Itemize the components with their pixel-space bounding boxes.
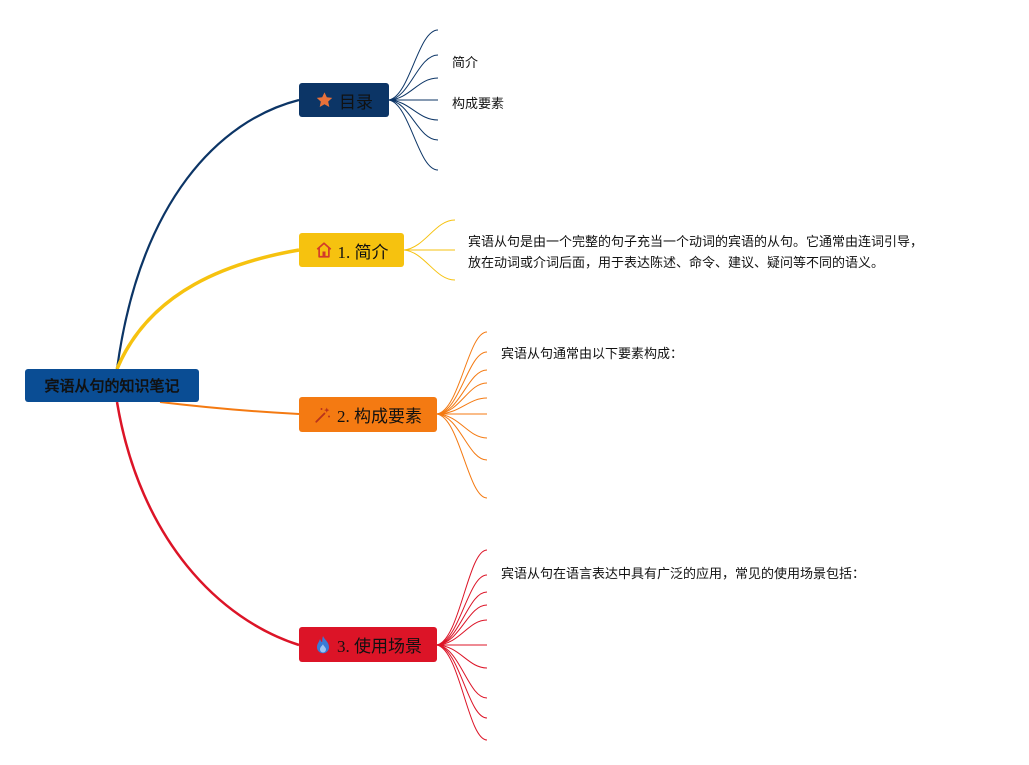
connector-root-usage xyxy=(115,401,300,647)
toc-item-intro[interactable]: 简介 xyxy=(452,56,479,71)
intro-line-2: 放在动词或介词后面，用于表达陈述、命令、建议、疑问等不同的语义。 xyxy=(468,256,885,271)
branch-elements-label: 2. 构成要素 xyxy=(337,407,422,426)
branch-intro-label: 1. 简介 xyxy=(337,242,389,262)
intro-fan xyxy=(403,219,456,281)
branch-elements[interactable]: 2. 构成要素 xyxy=(299,397,437,432)
toc-fan xyxy=(388,29,439,171)
intro-paragraph: 宾语从句是由一个完整的句子充当一个动词的宾语的从句。它通常由连词引导， 放在动词… xyxy=(468,232,923,274)
elements-lead-text: 宾语从句通常由以下要素构成： xyxy=(501,347,684,362)
root-node[interactable]: 宾语从句的知识笔记 xyxy=(25,369,199,402)
toc-item-elements[interactable]: 构成要素 xyxy=(452,97,505,112)
root-label: 宾语从句的知识笔记 xyxy=(44,377,180,395)
usage-lead-text: 宾语从句在语言表达中具有广泛的应用，常见的使用场景包括： xyxy=(501,567,866,582)
elements-fan xyxy=(436,331,488,499)
intro-line-1: 宾语从句是由一个完整的句子充当一个动词的宾语的从句。它通常由连词引导， xyxy=(468,235,924,250)
branch-toc-label: 目录 xyxy=(339,92,373,112)
branch-usage-label: 3. 使用场景 xyxy=(337,637,422,656)
connector-root-toc xyxy=(115,98,300,370)
branch-usage[interactable]: 3. 使用场景 xyxy=(299,627,437,662)
usage-fan xyxy=(436,549,488,741)
branch-toc[interactable]: 目录 xyxy=(299,83,389,117)
star-icon xyxy=(315,91,334,109)
flame-icon xyxy=(314,635,332,655)
home-icon xyxy=(315,241,333,259)
connector-root-elements xyxy=(159,401,300,415)
connector-root-intro xyxy=(115,248,300,370)
magic-wand-icon xyxy=(314,406,332,424)
branch-intro[interactable]: 1. 简介 xyxy=(299,233,404,267)
